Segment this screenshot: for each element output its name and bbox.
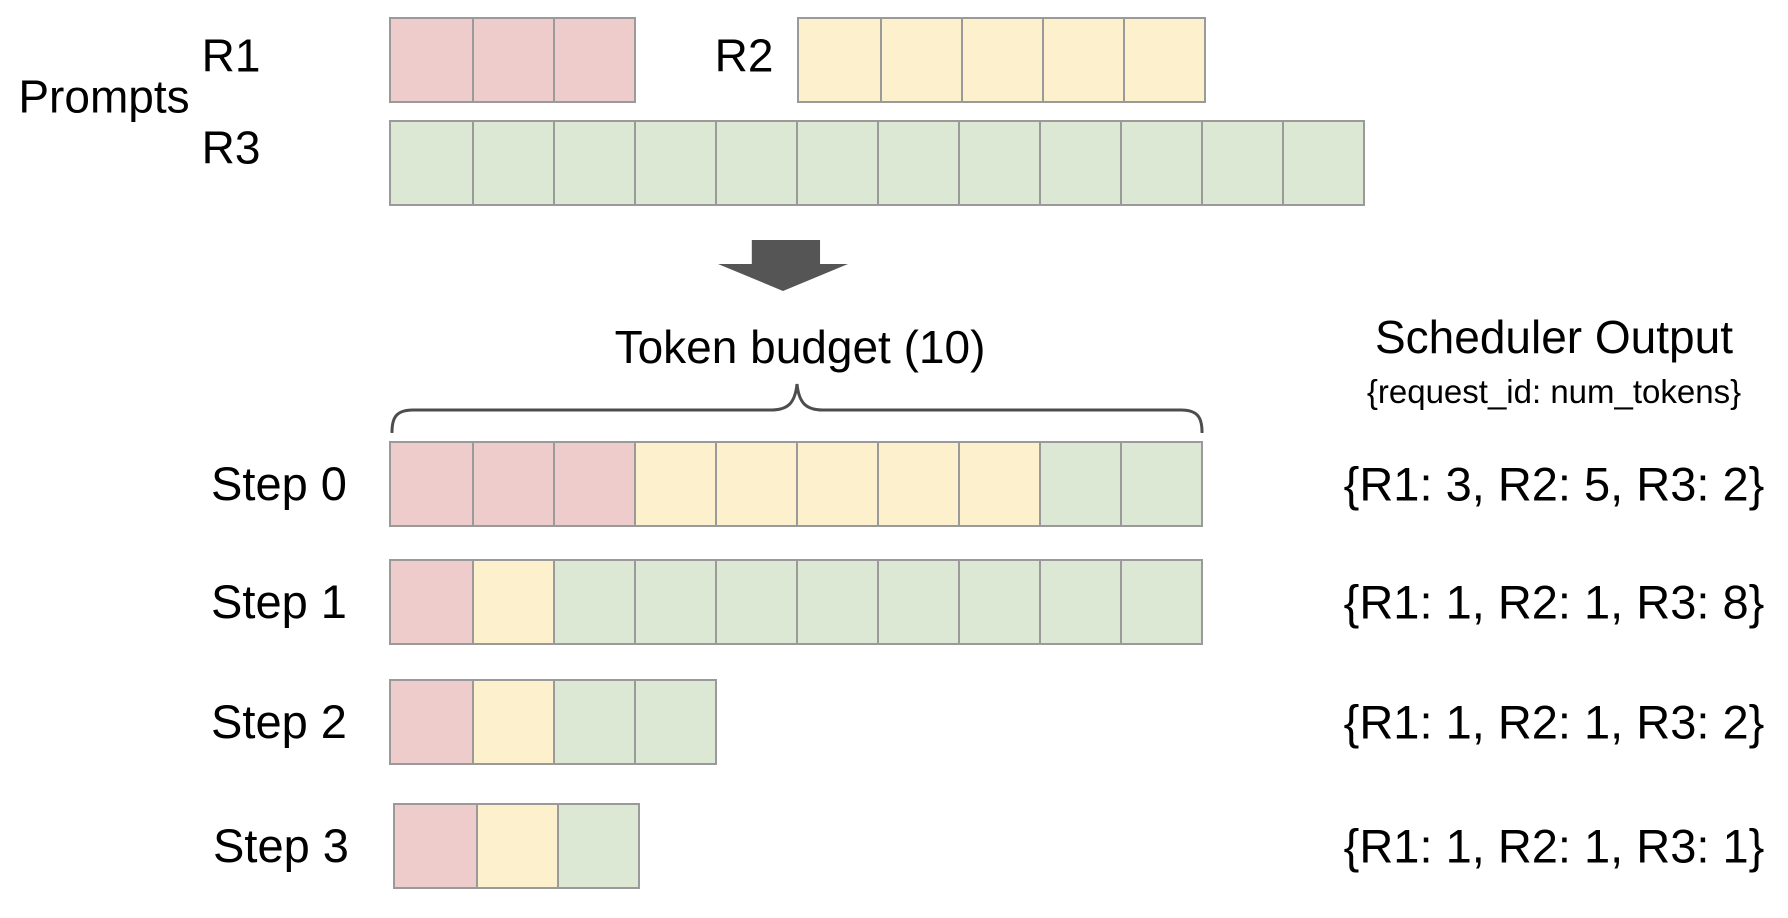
prompt-row-label-r3: R3 [201, 121, 261, 174]
token-cell-r1 [472, 19, 553, 101]
scheduler-output-step-1: {R1: 1, R2: 1, R3: 8} [1343, 575, 1765, 629]
token-cell-r1 [391, 681, 472, 763]
scheduler-output-subtitle: {request_id: num_tokens} [1366, 373, 1742, 410]
token-cell-r1 [391, 561, 472, 643]
token-cell-r2 [796, 443, 877, 525]
token-cell-r3 [1120, 561, 1201, 643]
token-cell-r3 [1039, 561, 1120, 643]
prompt-token-row-r1 [389, 17, 636, 103]
token-cell-r3 [553, 681, 634, 763]
token-cell-r3 [634, 681, 715, 763]
token-cell-r3 [715, 561, 796, 643]
step-label-3: Step 3 [213, 819, 349, 873]
prompt-token-row-r2 [797, 17, 1206, 103]
token-cell-r3 [715, 122, 796, 204]
token-cell-r2 [880, 19, 961, 101]
step-label-0: Step 0 [211, 457, 347, 511]
token-cell-r2 [472, 561, 553, 643]
prompt-token-row-r3 [389, 120, 1365, 206]
token-cell-r1 [391, 19, 472, 101]
token-cell-r2 [476, 805, 557, 887]
token-cell-r3 [1039, 122, 1120, 204]
token-cell-r3 [1201, 122, 1282, 204]
step-label-1: Step 1 [211, 575, 347, 629]
token-cell-r2 [961, 19, 1042, 101]
scheduler-output-title: Scheduler Output [1374, 311, 1733, 363]
token-cell-r3 [557, 805, 638, 887]
token-cell-r1 [395, 805, 476, 887]
token-cell-r3 [958, 561, 1039, 643]
token-cell-r1 [553, 443, 634, 525]
token-cell-r3 [1039, 443, 1120, 525]
token-cell-r2 [715, 443, 796, 525]
curly-brace-icon [390, 383, 1204, 433]
token-cell-r3 [553, 561, 634, 643]
token-cell-r2 [958, 443, 1039, 525]
token-cell-r1 [553, 19, 634, 101]
arrow-down-icon [718, 240, 848, 291]
step-token-row-0 [389, 441, 1203, 527]
token-cell-r3 [634, 561, 715, 643]
token-cell-r3 [1282, 122, 1363, 204]
scheduler-output-step-0: {R1: 3, R2: 5, R3: 2} [1343, 457, 1765, 511]
step-token-row-2 [389, 679, 717, 765]
token-cell-r3 [634, 122, 715, 204]
token-cell-r3 [1120, 443, 1201, 525]
token-cell-r1 [472, 443, 553, 525]
step-token-row-3 [393, 803, 640, 889]
token-cell-r3 [553, 122, 634, 204]
token-cell-r3 [877, 561, 958, 643]
token-cell-r3 [1120, 122, 1201, 204]
prompts-section-label: Prompts [18, 70, 190, 123]
token-cell-r2 [877, 443, 958, 525]
scheduler-output-step-3: {R1: 1, R2: 1, R3: 1} [1343, 819, 1765, 873]
token-cell-r2 [1123, 19, 1204, 101]
prompt-row-label-r2: R2 [714, 29, 774, 82]
token-cell-r3 [796, 561, 877, 643]
token-cell-r3 [472, 122, 553, 204]
step-label-2: Step 2 [211, 695, 347, 749]
token-cell-r2 [472, 681, 553, 763]
token-cell-r1 [391, 443, 472, 525]
token-cell-r2 [634, 443, 715, 525]
token-cell-r3 [958, 122, 1039, 204]
token-cell-r3 [796, 122, 877, 204]
prompt-row-label-r1: R1 [201, 29, 261, 82]
token-cell-r2 [1042, 19, 1123, 101]
token-cell-r3 [877, 122, 958, 204]
scheduler-output-step-2: {R1: 1, R2: 1, R3: 2} [1343, 695, 1765, 749]
token-cell-r3 [391, 122, 472, 204]
token-cell-r2 [799, 19, 880, 101]
token-budget-label: Token budget (10) [614, 321, 986, 373]
step-token-row-1 [389, 559, 1203, 645]
